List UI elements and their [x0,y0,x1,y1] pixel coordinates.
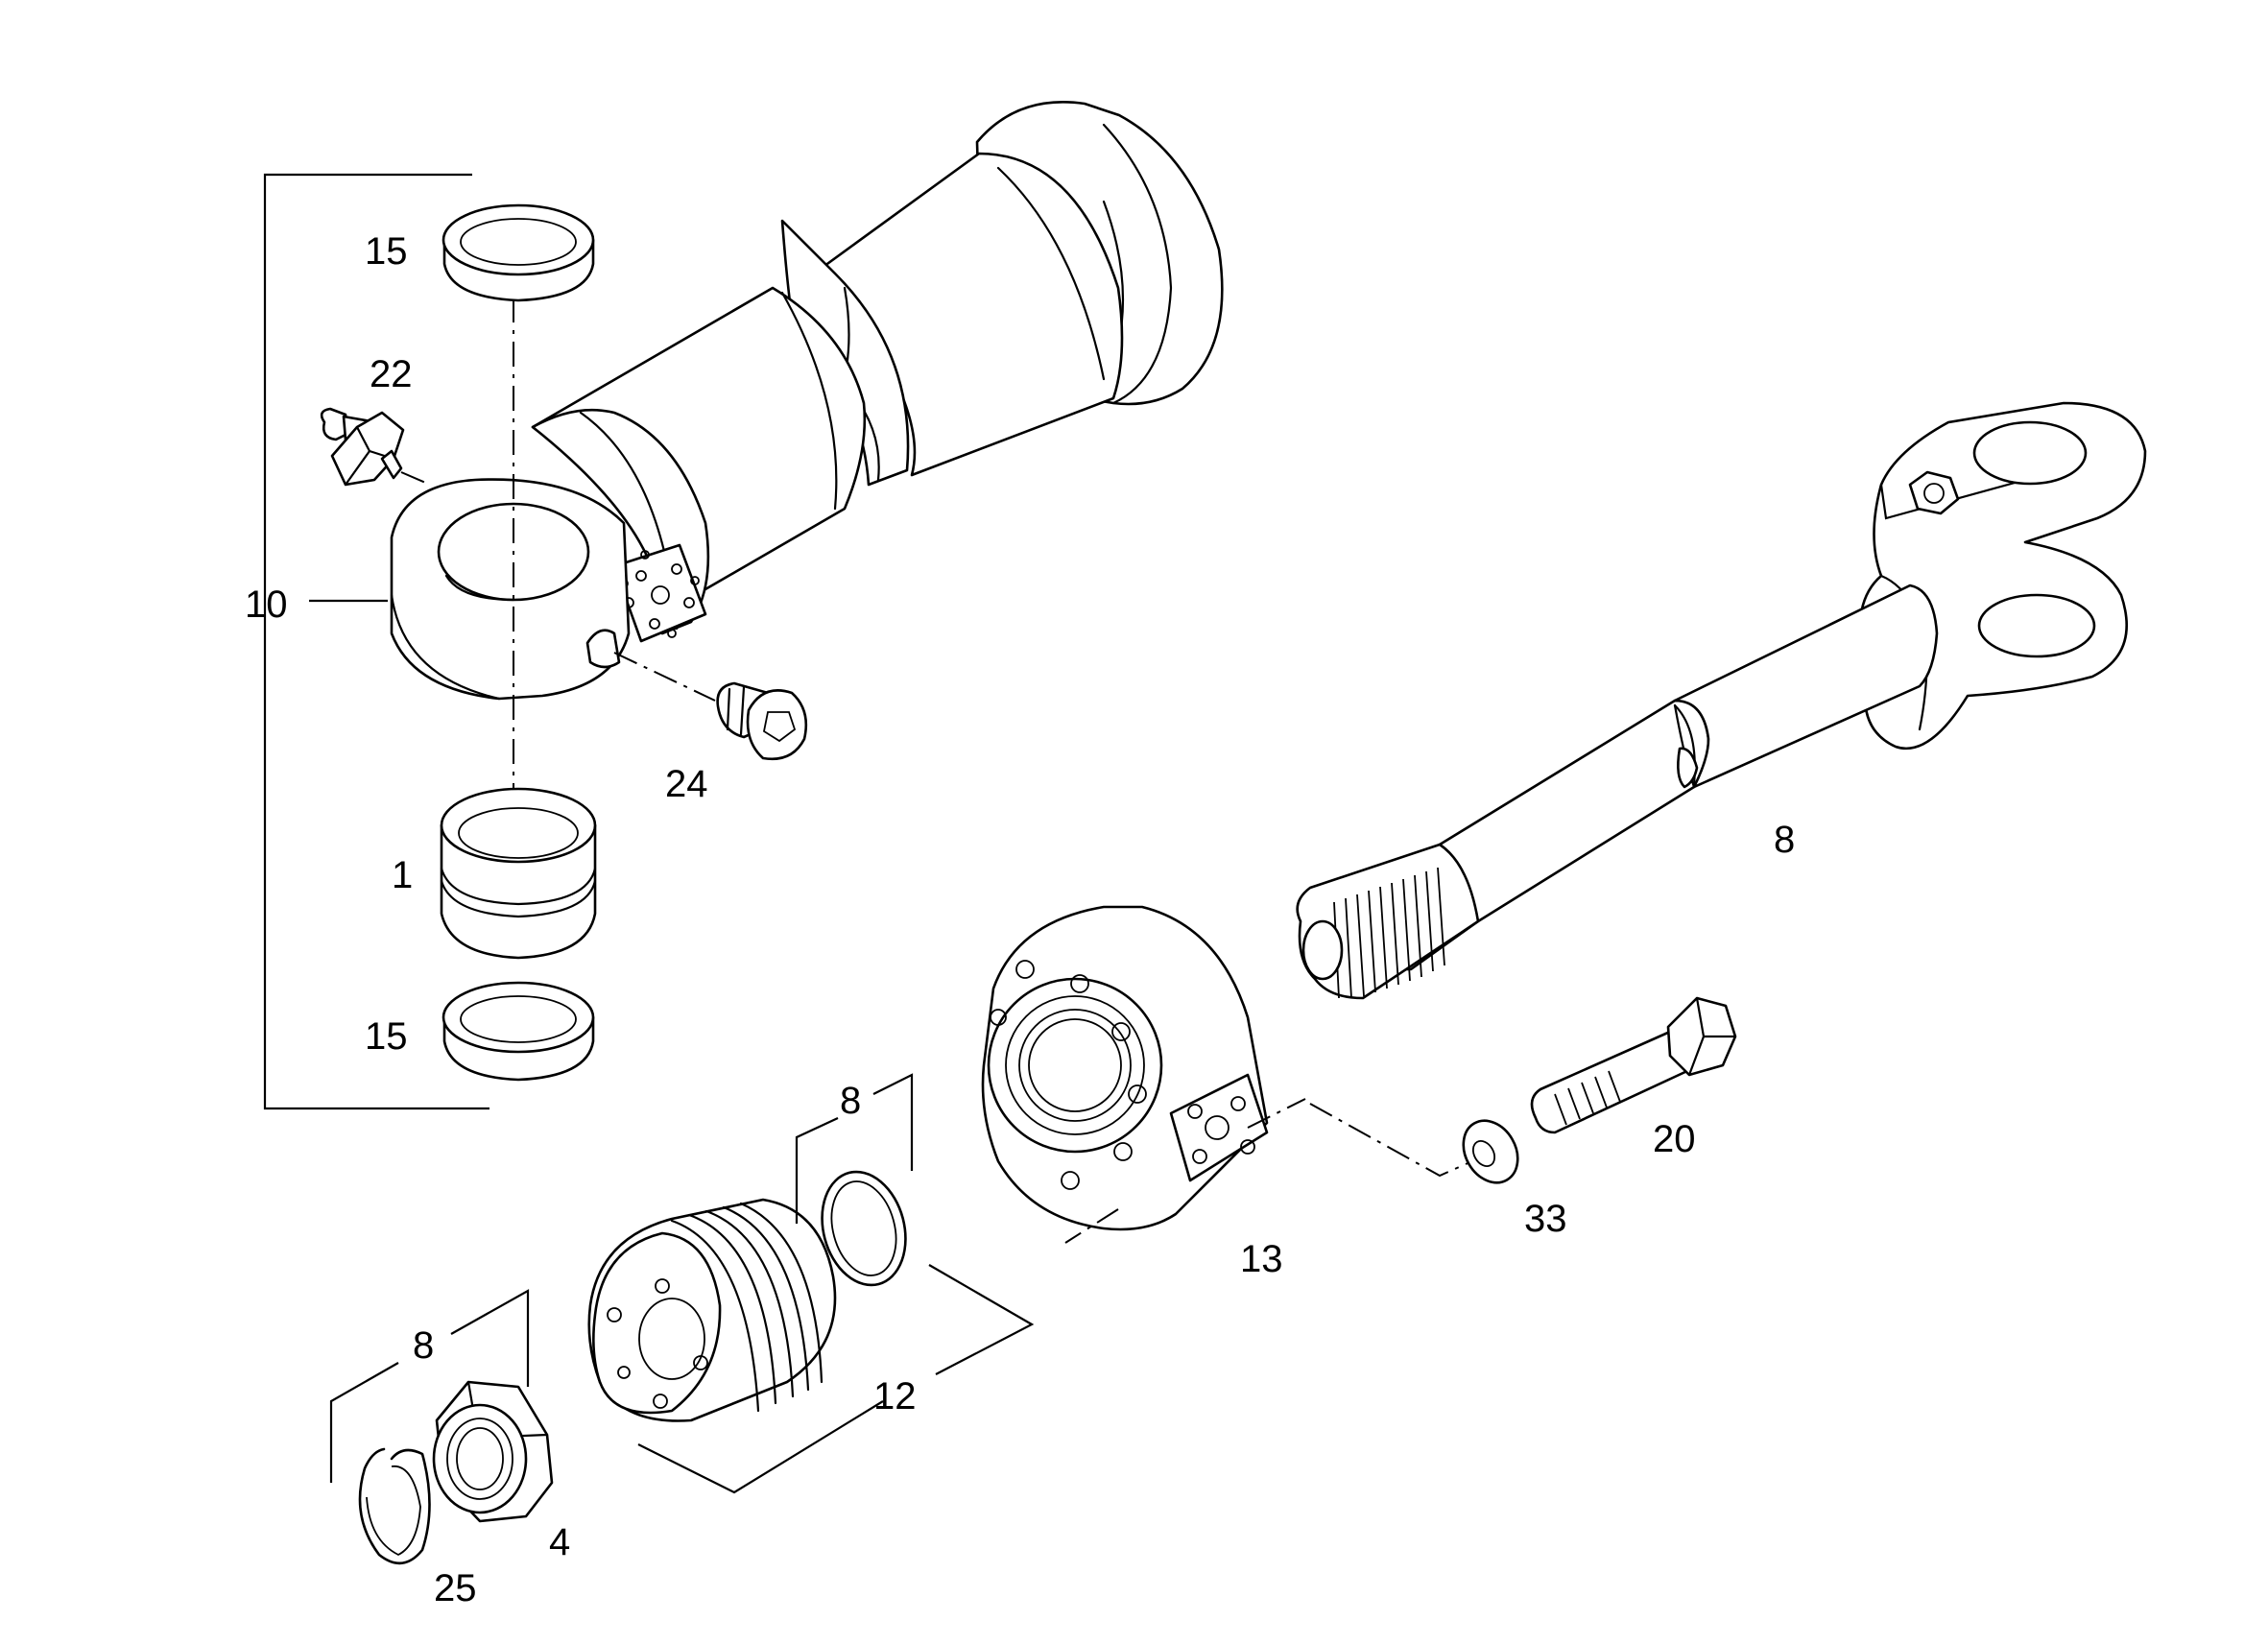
bushing-1 [440,787,597,960]
bracket-8-nut [329,1289,530,1483]
piston-head-13 [981,905,1306,1244]
callout-33: 33 [1524,1198,1567,1240]
callout-25: 25 [434,1567,477,1609]
callout-8-rod: 8 [1774,819,1795,861]
callout-15-top: 15 [365,230,408,273]
callout-20: 20 [1653,1118,1696,1160]
callout-22: 22 [370,353,413,395]
washer-33 [1309,1103,1519,1184]
callout-1: 1 [392,854,413,896]
plug-screw-24 [613,652,808,761]
piston-rod-8 [1296,401,2147,1000]
callout-24: 24 [665,763,708,805]
bolt-20 [1530,996,1737,1134]
hex-nut-4 [432,1380,554,1523]
callout-15-bottom: 15 [365,1015,408,1058]
bracket-8-oring [795,1073,914,1224]
seal-ring-15-bottom [442,981,595,1082]
bracket-12 [637,1264,1035,1494]
callout-8-nut: 8 [413,1324,434,1367]
retaining-ring-25 [358,1447,431,1565]
callout-4: 4 [549,1521,570,1563]
o-ring-8 [821,1170,907,1287]
cylinder-barrel [390,101,1224,701]
callout-10: 10 [245,584,288,626]
seal-ring-15-top [442,203,595,302]
callout-12: 12 [873,1375,917,1418]
grease-nipple-22 [320,407,431,487]
piston-12 [587,1198,837,1422]
kit-bracket-10 [263,173,489,1110]
callout-8-oring: 8 [840,1080,861,1122]
callout-13: 13 [1240,1238,1283,1280]
